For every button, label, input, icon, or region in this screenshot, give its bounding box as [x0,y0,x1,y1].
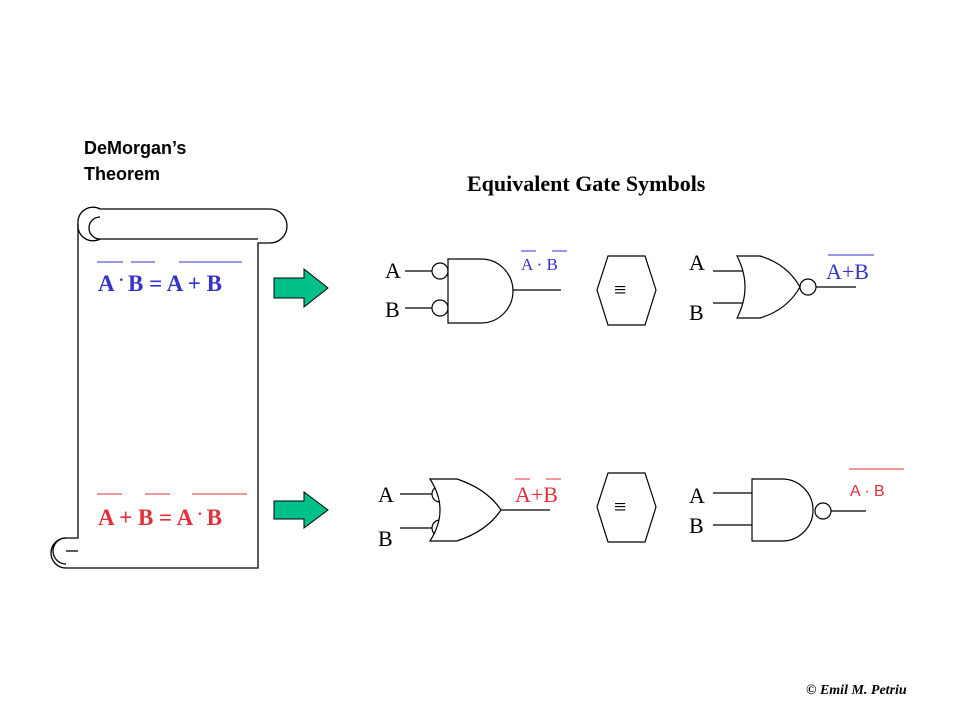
law1-c: A [166,271,182,296]
page-title: Equivalent Gate Symbols [467,171,706,196]
demorgan-law-1: A·B = A + B [98,271,222,297]
row2-right-output: A · B [850,483,885,500]
law1-dot: · [118,272,124,289]
scroll-title-line2: Theorem [84,164,161,184]
law1-a: A [98,271,115,296]
law2-d: B [206,505,222,530]
row1-left-input-a: A [385,258,401,283]
law1-plus: + [187,271,201,296]
copyright: © Emil M. Petriu [806,683,907,698]
law1-b: B [127,271,144,296]
equiv-box-2 [596,472,657,543]
scroll-title-line1: DeMorgan’s [84,138,187,158]
law1-d: B [206,271,222,296]
law2-a: A [98,505,114,530]
law1-eq: = [149,271,163,296]
equiv-symbol-1: ≡ [614,277,627,302]
law2-dot: · [197,506,203,523]
arrow-right-1 [273,267,329,309]
row2-left-input-a: A [378,482,394,507]
row1-right-input-a: A [689,250,705,275]
row1-right-input-b: B [689,300,704,325]
row2-left-output: A+B [515,482,558,507]
nor-gate-1 [713,255,856,319]
nand-gate-2 [713,478,866,542]
row2-right-input-a: A [689,483,705,508]
row1-left-input-b: B [385,297,400,322]
row1-left-output: A · B [521,255,558,274]
law2-c: A [176,505,194,530]
row1-right-output: A+B [826,259,869,284]
equiv-box-1 [596,255,657,326]
nand-gate-1 [405,258,561,324]
law2-eq: = [159,505,173,530]
row2-right-input-b: B [689,513,704,538]
equiv-symbol-2: ≡ [614,494,627,519]
demorgan-law-2: A + B = A·B [98,505,222,531]
scroll [50,206,288,569]
law2-b: B [137,505,154,530]
law2-plus: + [119,505,133,530]
row2-left-input-b: B [378,526,393,551]
arrow-right-2 [273,491,329,529]
or-gate-2 [400,478,550,542]
